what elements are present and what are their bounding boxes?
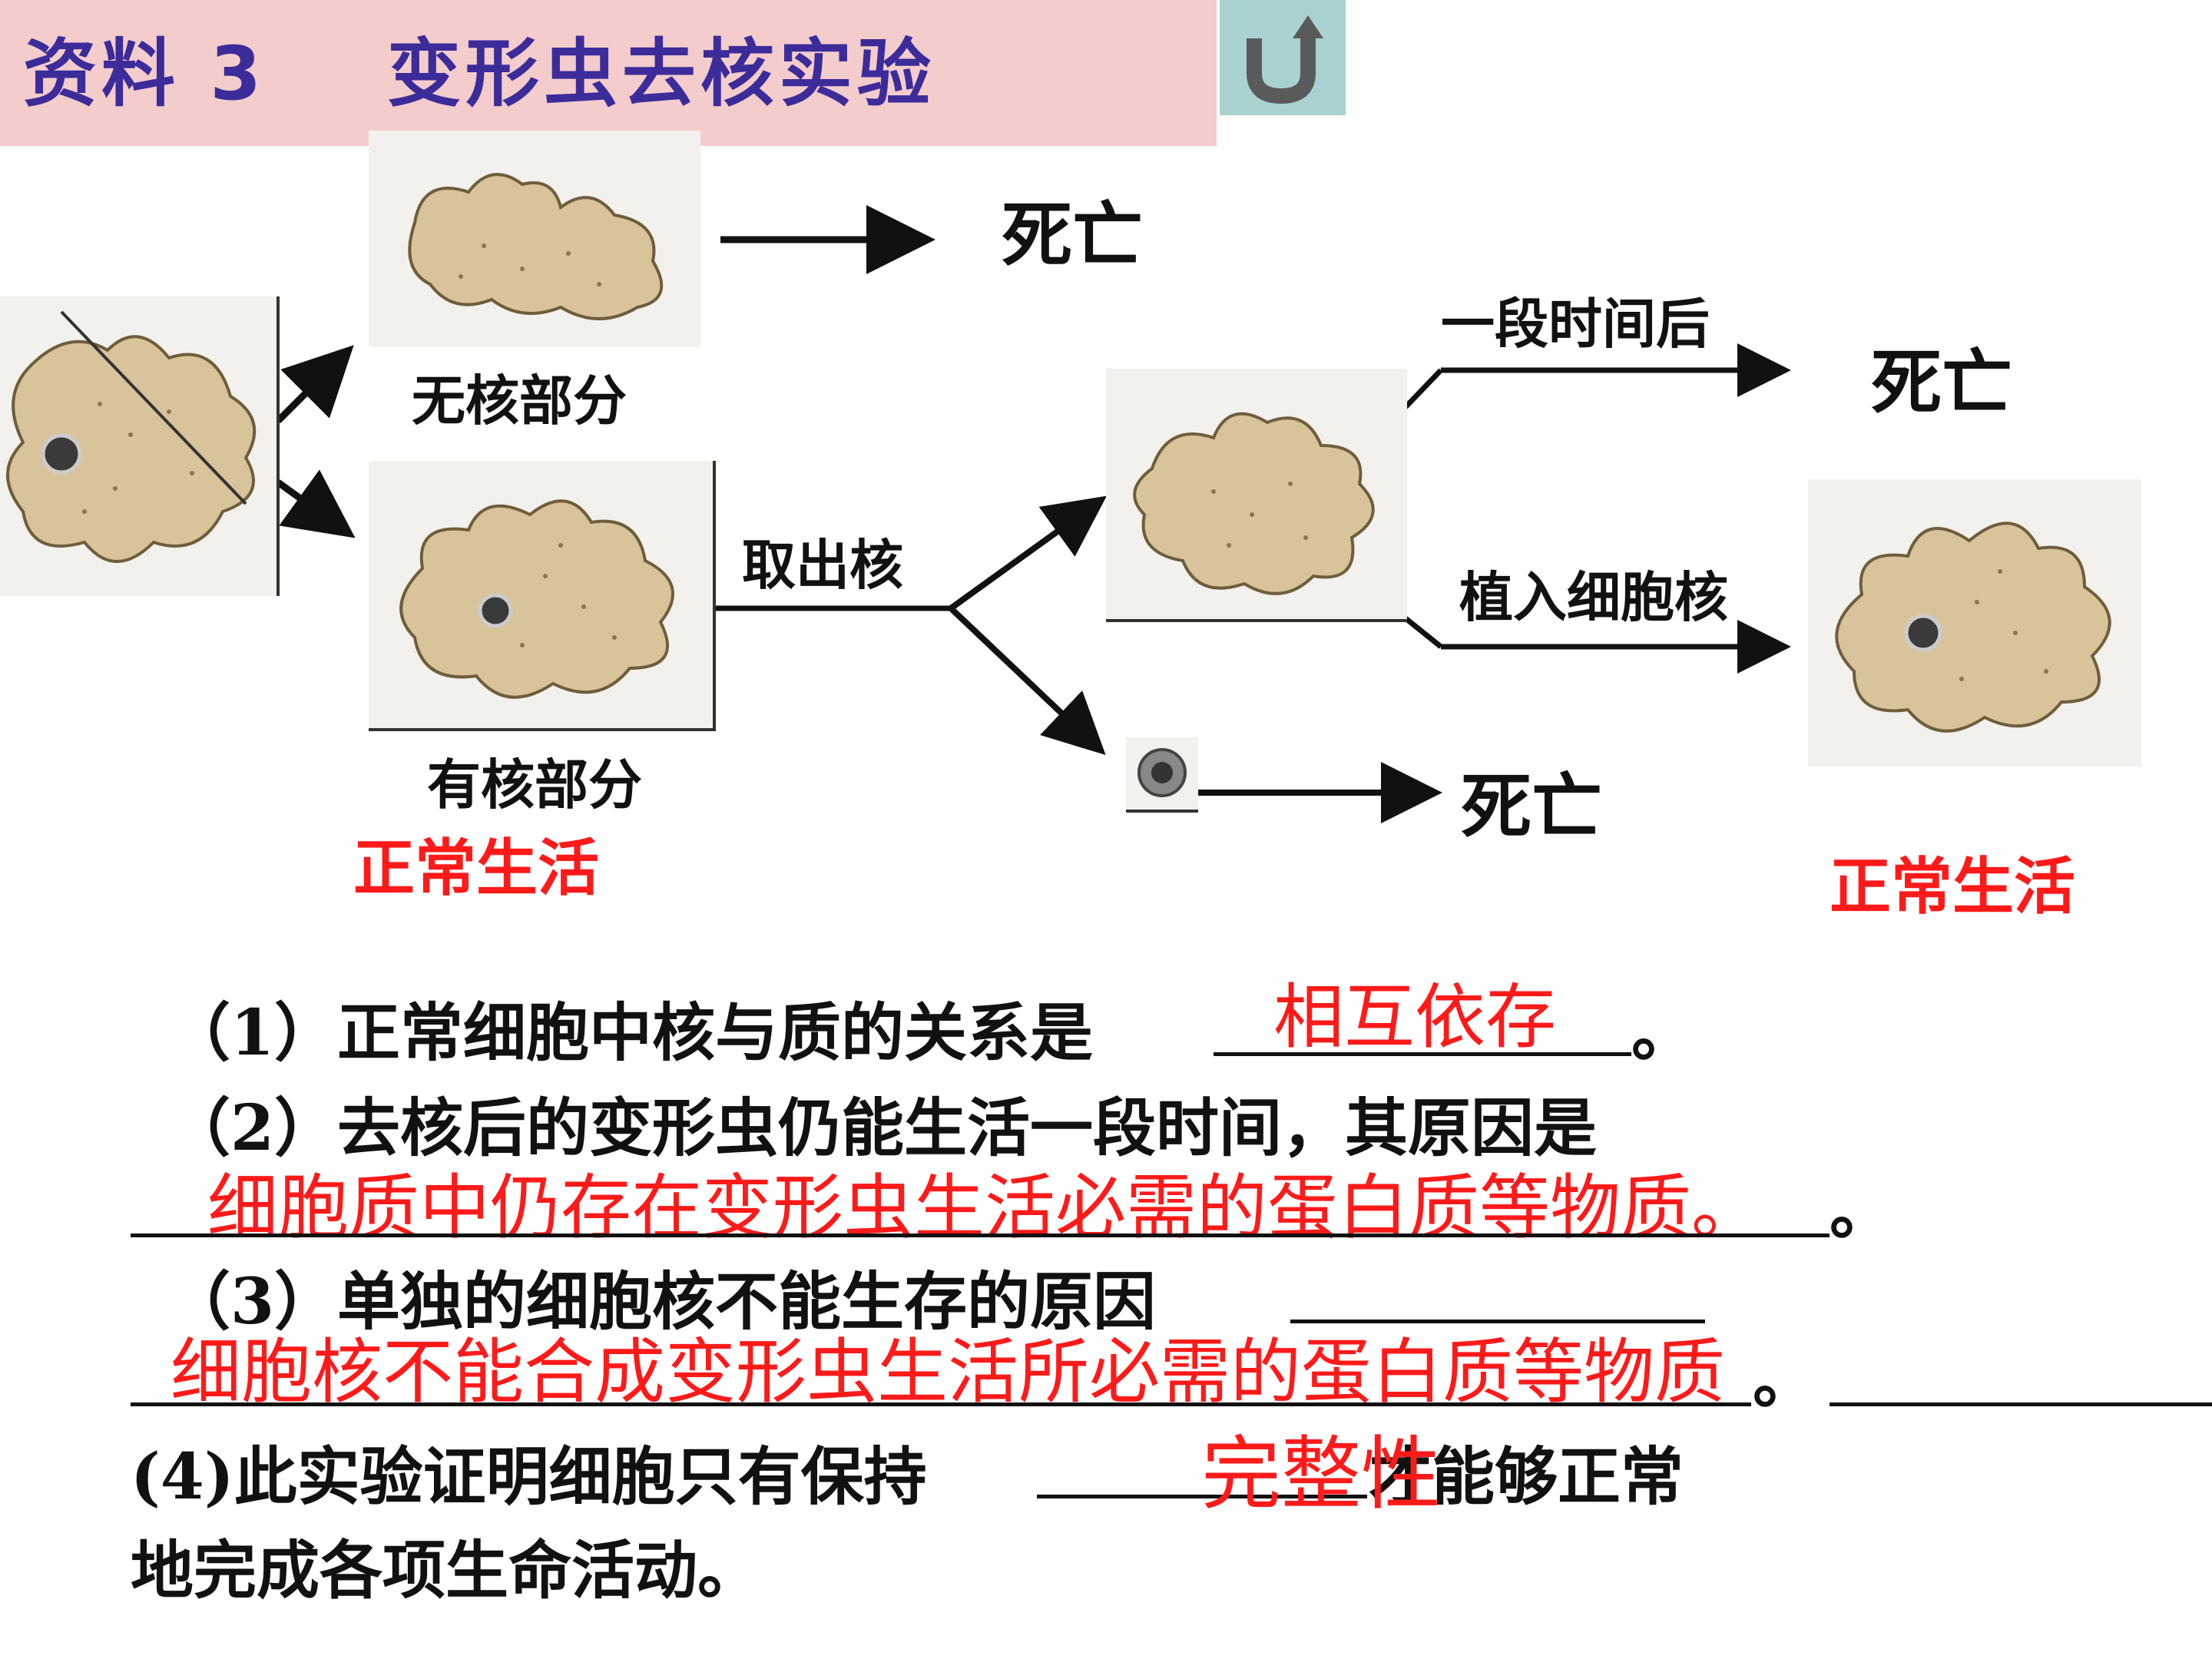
death-label-top: 死亡 [1002, 194, 1144, 276]
label-remove-nucleus: 取出核 [742, 533, 903, 597]
answer-blank-3a [1290, 1320, 1705, 1323]
amoeba-nucleus-implanted-image [1808, 479, 2141, 767]
return-button[interactable] [1220, 0, 1346, 115]
label-after-time: 一段时间后 [1441, 292, 1710, 356]
label-with-nucleus: 有核部分 [427, 753, 642, 816]
answer-blank-3b [131, 1402, 1751, 1406]
death-label-right: 死亡 [1871, 341, 2013, 424]
question-4b: 才能够正常 [1369, 1440, 1684, 1514]
label-implant-nucleus: 植入细胞核 [1459, 565, 1728, 629]
nucleus-image [1126, 737, 1198, 811]
answer-2: 细胞质中仍存在变形虫生活必需的蛋白质等物质。 [207, 1167, 1763, 1249]
amoeba-enucleated-image [1106, 369, 1407, 621]
image-border [276, 296, 280, 596]
amoeba-no-nucleus-image [369, 131, 700, 347]
answer-4: 完整性 [1201, 1427, 1442, 1521]
normal-life-left: 正常生活 [353, 832, 599, 904]
slide-title: 资料 3 变形虫去核实验 [23, 31, 935, 117]
answer-blank-1 [1214, 1052, 1631, 1056]
label-no-nucleus: 无核部分 [412, 369, 627, 432]
answer-blank-3c [1830, 1402, 2212, 1406]
answer-1: 相互依存 [1273, 976, 1557, 1058]
image-border [1126, 810, 1198, 813]
title-bar [0, 0, 1217, 146]
question-3-end: 。 [1753, 1343, 1816, 1417]
image-border [1106, 619, 1407, 622]
question-2-end: 。 [1830, 1174, 1893, 1248]
answer-blank-4 [1037, 1495, 1367, 1498]
answer-3: 细胞核不能合成变形虫生活所必需的蛋白质等物质 [171, 1331, 1726, 1413]
amoeba-whole-image [0, 296, 278, 596]
question-4a: (4)此实验证明细胞只有保持 [131, 1440, 927, 1514]
normal-life-right: 正常生活 [1830, 850, 2075, 922]
image-border [369, 728, 716, 731]
question-2: （2）去核后的变形虫仍能生活一段时间，其原因是 [167, 1091, 1598, 1165]
amoeba-with-nucleus-image [369, 461, 716, 730]
answer-blank-2 [131, 1233, 1830, 1237]
question-1-end: 。 [1631, 996, 1695, 1070]
image-border [713, 461, 716, 730]
return-arrow-icon [1247, 15, 1323, 104]
question-4c: 地完成各项生命活动。 [131, 1534, 761, 1608]
death-label-bottom: 死亡 [1461, 765, 1603, 848]
question-3: （3）单独的细胞核不能生存的原因 [167, 1265, 1157, 1339]
question-1: （1）正常细胞中核与质的关系是 [167, 996, 1094, 1070]
